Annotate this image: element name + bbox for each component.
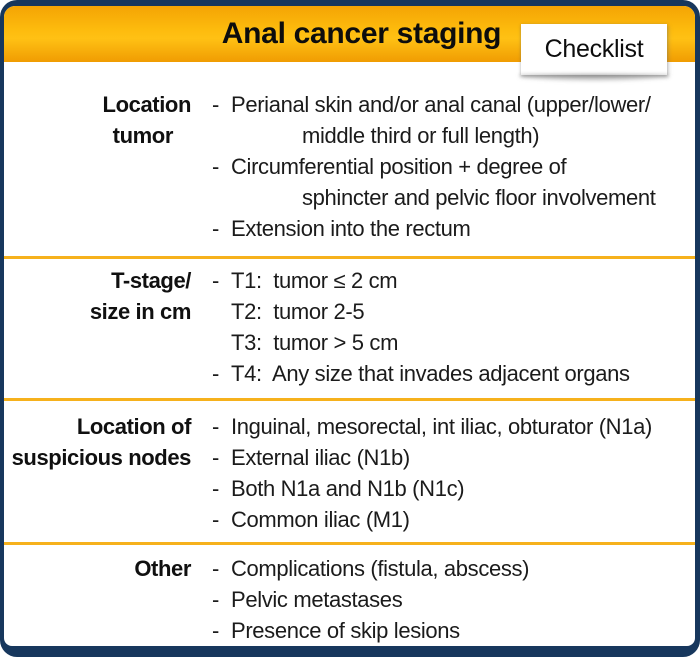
bullet-dash-icon: - bbox=[212, 216, 219, 241]
list-item: -Presence of skip lesions bbox=[212, 615, 695, 646]
list-item: -Common iliac (M1) bbox=[212, 504, 695, 535]
list-item: -Circumferential position + degree of sph… bbox=[212, 151, 695, 213]
bullet-line: External iliac (N1b) bbox=[231, 445, 410, 470]
row-content: -Inguinal, mesorectal, int iliac, obtura… bbox=[212, 411, 695, 542]
bullet-line: sphincter and pelvic floor involvement bbox=[302, 185, 656, 210]
list-item: -T1: tumor ≤ 2 cm bbox=[212, 265, 695, 296]
bullet-lines: Extension into the rectum bbox=[231, 213, 471, 244]
bullet-lines: Complications (fistula, abscess) bbox=[231, 553, 529, 584]
list-item: -Perianal skin and/or anal canal (upper/… bbox=[212, 89, 695, 151]
row-label-line: size in cm bbox=[89, 299, 192, 324]
bullet-dash-icon: - bbox=[212, 154, 219, 179]
row-divider bbox=[4, 542, 695, 545]
bullet-lines: Both N1a and N1b (N1c) bbox=[231, 473, 465, 504]
bullet-lines: T2: tumor 2-5 bbox=[231, 296, 365, 327]
bullet-line: Circumferential position + degree of bbox=[231, 154, 567, 179]
list-item: -Complications (fistula, abscess) bbox=[212, 553, 695, 584]
bullet-lines: T3: tumor > 5 cm bbox=[231, 327, 398, 358]
list-item: -Extension into the rectum bbox=[212, 213, 695, 244]
bullet-line: T1: tumor ≤ 2 cm bbox=[231, 268, 398, 293]
bullet-line: Inguinal, mesorectal, int iliac, obturat… bbox=[231, 414, 652, 439]
bullet-line: Both N1a and N1b (N1c) bbox=[231, 476, 465, 501]
bullet-dash-icon: - bbox=[212, 556, 219, 581]
bullet-line: T4: Any size that invades adjacent organ… bbox=[231, 361, 630, 386]
row-label: T-stage/size in cm bbox=[4, 265, 192, 398]
row-label-line: suspicious nodes bbox=[11, 445, 192, 470]
list-item: -T4: Any size that invades adjacent orga… bbox=[212, 358, 695, 389]
bullet-dash-icon: - bbox=[212, 618, 219, 643]
bullet-lines: Pelvic metastases bbox=[231, 584, 403, 615]
table-row: Other-Complications (fistula, abscess)-P… bbox=[4, 545, 695, 646]
list-item: -Inguinal, mesorectal, int iliac, obtura… bbox=[212, 411, 695, 442]
bullet-dash-icon: - bbox=[212, 507, 219, 532]
bullet-line: Common iliac (M1) bbox=[231, 507, 410, 532]
bullet-line: Complications (fistula, abscess) bbox=[231, 556, 530, 581]
bullet-lines: Presence of skip lesions bbox=[231, 615, 460, 646]
bullet-line: Perianal skin and/or anal canal (upper/l… bbox=[231, 92, 651, 117]
bullet-dash-icon: - bbox=[212, 587, 219, 612]
row-label: Other bbox=[4, 553, 191, 646]
list-item: -Pelvic metastases bbox=[212, 584, 695, 615]
row-label-line: Other bbox=[134, 556, 191, 581]
row-label: Location of suspicious nodes bbox=[4, 411, 192, 542]
bullet-line: T3: tumor > 5 cm bbox=[231, 330, 399, 355]
bullet-lines: Common iliac (M1) bbox=[231, 504, 410, 535]
row-content: -Perianal skin and/or anal canal (upper/… bbox=[212, 89, 695, 256]
row-label-line: Location of bbox=[76, 414, 192, 439]
bullet-lines: T1: tumor ≤ 2 cm bbox=[231, 265, 398, 296]
bullet-dash-icon: - bbox=[212, 268, 219, 293]
row-label-line: tumor bbox=[112, 123, 174, 148]
bullet-dash-spacer bbox=[212, 327, 231, 358]
list-item: T3: tumor > 5 cm bbox=[212, 327, 695, 358]
bullet-dash-icon: - bbox=[212, 445, 219, 470]
bullet-lines: Circumferential position + degree of sphi… bbox=[231, 151, 656, 213]
checklist-tab: Checklist bbox=[521, 24, 667, 75]
row-label: Location tumor bbox=[4, 89, 192, 256]
checklist-tab-label: Checklist bbox=[544, 35, 644, 63]
row-label-line: Location bbox=[102, 92, 192, 117]
list-item: T2: tumor 2-5 bbox=[212, 296, 695, 327]
bullet-lines: T4: Any size that invades adjacent organ… bbox=[231, 358, 630, 389]
bullet-dash-icon: - bbox=[212, 476, 219, 501]
row-divider bbox=[4, 256, 695, 259]
bullet-dash-icon: - bbox=[212, 414, 219, 439]
bullet-dash-spacer bbox=[212, 296, 231, 327]
row-label-line: T-stage/ bbox=[111, 268, 191, 293]
bullet-line: T2: tumor 2-5 bbox=[231, 299, 365, 324]
bullet-dash-icon: - bbox=[212, 92, 219, 117]
row-content: -Complications (fistula, abscess)-Pelvic… bbox=[212, 553, 695, 646]
bullet-lines: Perianal skin and/or anal canal (upper/l… bbox=[231, 89, 651, 151]
list-item: -Both N1a and N1b (N1c) bbox=[212, 473, 695, 504]
bullet-lines: External iliac (N1b) bbox=[231, 442, 410, 473]
list-item: -External iliac (N1b) bbox=[212, 442, 695, 473]
page-title: Anal cancer staging bbox=[221, 17, 502, 50]
bullet-line: middle third or full length) bbox=[302, 123, 540, 148]
bullet-line: Pelvic metastases bbox=[231, 587, 403, 612]
bullet-dash-icon: - bbox=[212, 361, 219, 386]
bullet-line: Presence of skip lesions bbox=[231, 618, 460, 643]
bullet-lines: Inguinal, mesorectal, int iliac, obturat… bbox=[231, 411, 652, 442]
row-divider bbox=[4, 398, 695, 401]
bullet-line: Extension into the rectum bbox=[231, 216, 471, 241]
